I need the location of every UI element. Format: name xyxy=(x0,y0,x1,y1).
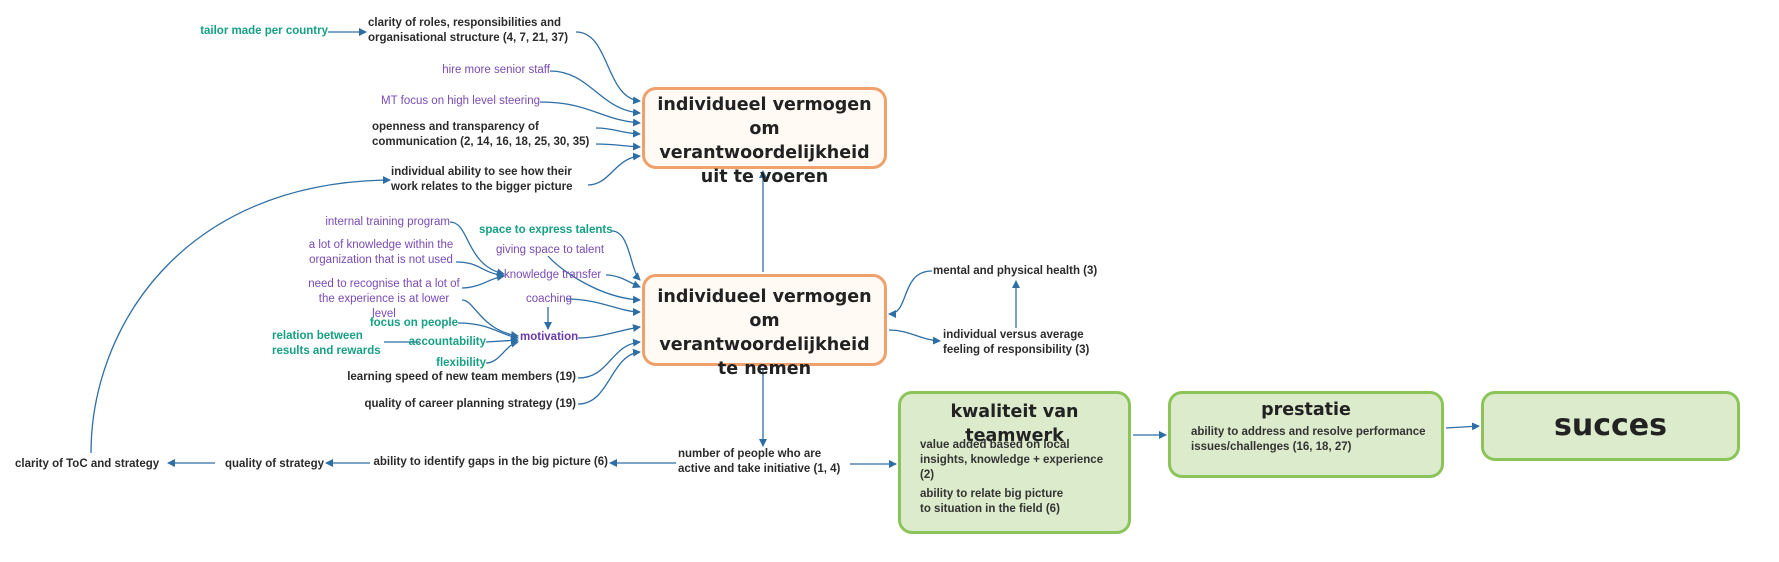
label-flexibility: flexibility xyxy=(436,357,486,369)
label-openness: openness and transparency of communicati… xyxy=(372,121,590,148)
edge-hire-to-top xyxy=(549,70,641,117)
box-teamwork: kwaliteit van teamwerk value added based… xyxy=(898,391,1131,534)
box-take-responsibility: individueel vermogen om verantwoordelijk… xyxy=(642,274,887,379)
label-space-talents: space to express talents xyxy=(479,224,613,236)
label-tailor-made: tailor made per country xyxy=(200,25,328,37)
edge-prestatie-to-succes xyxy=(1445,422,1480,431)
label-giving-space: giving space to talent xyxy=(496,244,605,256)
label-mental-health: mental and physical health (3) xyxy=(933,265,1098,277)
edge-openness-to-top xyxy=(595,127,641,138)
edge-mid-to-indiv xyxy=(888,329,941,345)
label-relation-rewards: relation between results and rewards xyxy=(272,330,381,357)
edge-picture-to-top xyxy=(587,152,641,186)
label-identify-gaps: ability to identify gaps in the big pict… xyxy=(373,456,609,468)
edge-career-to-mid xyxy=(577,348,641,405)
label-number-people: number of people who are active and take… xyxy=(678,448,841,475)
label-recognise: need to recognise that a lot of the expe… xyxy=(308,278,460,320)
label-accountability: accountability xyxy=(408,336,486,348)
label-coaching: coaching xyxy=(526,293,573,305)
teamwork-item: ability to relate big picture to situati… xyxy=(920,488,1064,515)
edge-kt-to-mid xyxy=(605,274,641,289)
edge-knowledge-to-kt xyxy=(455,261,505,279)
box-prestatie: prestatie ability to address and resolve… xyxy=(1168,391,1444,478)
label-indiv-avg: individual versus average feeling of res… xyxy=(943,329,1090,356)
label-mt-focus: MT focus on high level steering xyxy=(381,95,540,107)
edge-recognise-to-motivation xyxy=(461,299,519,339)
edge-motivation-to-mid xyxy=(577,324,641,339)
box-succes: succes xyxy=(1481,391,1740,461)
label-motivation: motivation xyxy=(520,331,579,343)
label-focus-people: focus on people xyxy=(369,317,458,329)
label-hire-senior: hire more senior staff xyxy=(442,64,550,76)
label-lot-knowledge: a lot of knowledge within the organizati… xyxy=(308,239,454,266)
edge-openness2-to-top xyxy=(595,142,641,151)
edge-giving-to-mid xyxy=(547,255,641,304)
edge-mental-to-mid xyxy=(888,270,933,318)
edge-mt-to-top xyxy=(539,101,641,127)
label-internal-training: internal training program xyxy=(325,216,450,228)
label-knowledge-transfer: knowledge transfer xyxy=(504,269,602,281)
edge-space-to-mid xyxy=(611,230,641,281)
label-career: quality of career planning strategy (19) xyxy=(364,398,576,410)
label-learning-speed: learning speed of new team members (19) xyxy=(347,371,576,383)
box-execute-responsibility: individueel vermogen om verantwoordelijk… xyxy=(642,87,887,187)
edge-accountability-to-motivation xyxy=(485,336,519,345)
label-clarity-roles: clarity of roles, responsibilities and o… xyxy=(368,17,569,44)
edge-roles-to-top xyxy=(575,31,641,105)
prestatie-item: ability to address and resolve performan… xyxy=(1191,426,1426,453)
label-clarity-toc: clarity of ToC and strategy xyxy=(15,458,160,470)
edge-toc-to-picture xyxy=(90,176,391,454)
edge-learning-to-mid xyxy=(577,338,641,379)
label-see-picture: individual ability to see how their work… xyxy=(391,166,573,193)
edge-recognise-to-kt xyxy=(461,273,505,289)
label-quality-strategy: quality of strategy xyxy=(224,458,324,470)
teamwork-item: value added based on local insights, kno… xyxy=(920,439,1104,481)
edge-coaching-to-mid xyxy=(565,298,641,316)
edge-training-to-kt xyxy=(449,221,505,277)
edge-flexibility-to-motivation xyxy=(485,339,519,364)
